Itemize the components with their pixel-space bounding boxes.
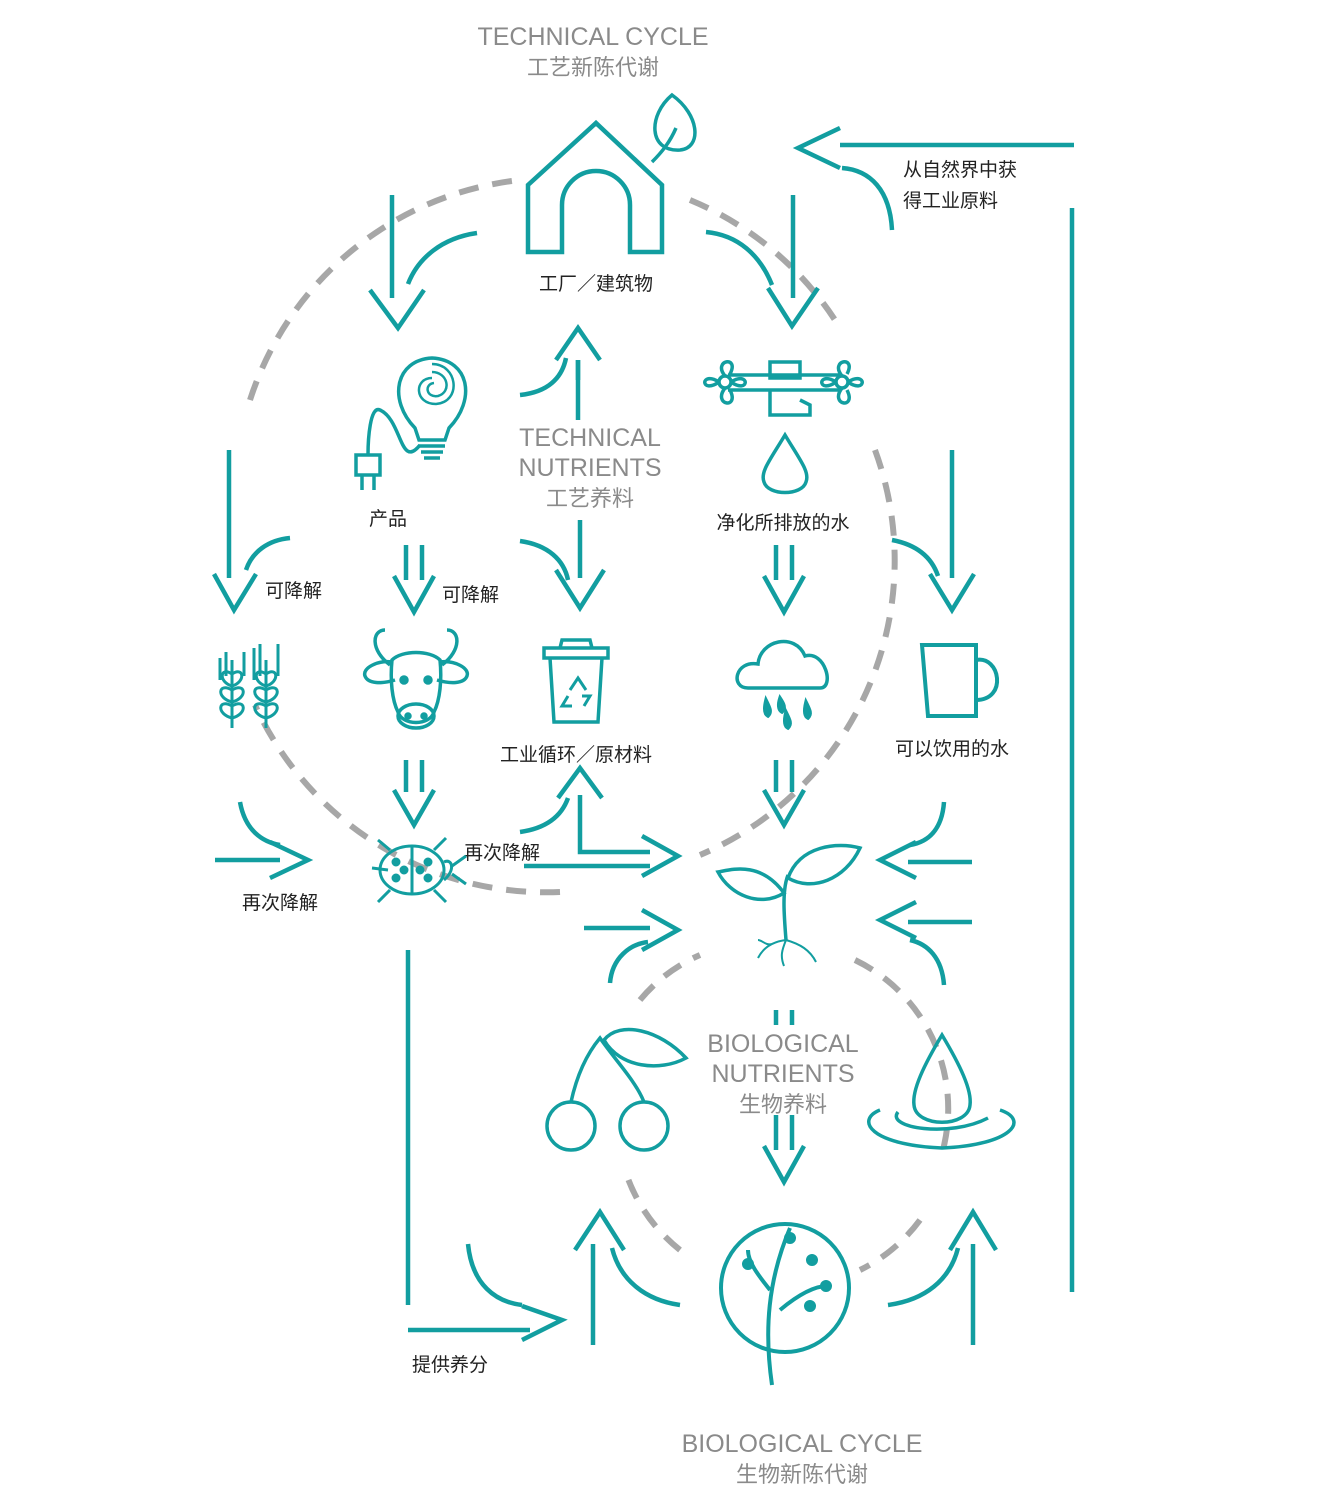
- biological-nutrients-line1: BIOLOGICAL: [707, 1030, 859, 1058]
- biological-cycle-title: BIOLOGICAL CYCLE: [682, 1430, 923, 1458]
- drinkable-water-label: 可以饮用的水: [895, 738, 1009, 760]
- technical-nutrients-line1: TECHNICAL: [519, 424, 661, 452]
- biological-nutrients-cn: 生物养料: [739, 1093, 827, 1118]
- leaf-icon: [650, 92, 697, 164]
- technical-nutrients-cn: 工艺养料: [546, 487, 634, 512]
- wheat-icon: [218, 644, 280, 728]
- factory-label: 工厂／建筑物: [539, 273, 653, 295]
- technical-cycle-dashed-circle: [247, 177, 898, 896]
- degradable-mid-label: 可降解: [442, 584, 499, 606]
- rain-cloud-icon: [735, 639, 829, 731]
- nature-label-line1: 从自然界中获: [903, 159, 1017, 181]
- redegrade-mid-label: 再次降解: [464, 842, 540, 864]
- ladybug-icon: [371, 836, 467, 904]
- industrial-recycling-label: 工业循环／原材料: [500, 744, 652, 766]
- sprout-icon: [715, 843, 863, 967]
- technical-cycle-title: TECHNICAL CYCLE: [477, 23, 708, 51]
- cow-icon: [362, 628, 470, 730]
- light-bulb-icon: [354, 356, 468, 490]
- degradable-left-label: 可降解: [265, 580, 322, 602]
- factory-house-icon: [525, 119, 665, 255]
- cherries-icon: [545, 1027, 689, 1152]
- redegrade-left-label: 再次降解: [242, 892, 318, 914]
- water-splash-icon: [867, 1031, 1016, 1150]
- tree-icon: [719, 1222, 851, 1386]
- biological-cycle-title-cn: 生物新陈代谢: [736, 1463, 868, 1488]
- technical-nutrients-line2: NUTRIENTS: [518, 454, 661, 482]
- cup-icon: [919, 643, 1000, 718]
- flow-arrows: [212, 125, 1075, 1345]
- nature-label-line2: 得工业原料: [903, 190, 998, 212]
- faucet-icon: [703, 360, 864, 417]
- provide-nutrients-label: 提供养分: [412, 1354, 488, 1376]
- biological-nutrients-line2: NUTRIENTS: [711, 1060, 854, 1088]
- technical-cycle-title-cn: 工艺新陈代谢: [527, 56, 659, 81]
- product-label: 产品: [369, 508, 407, 530]
- purified-water-label: 净化所排放的水: [716, 512, 849, 534]
- recycle-bin-icon: [542, 638, 610, 724]
- water-drop-icon: [761, 431, 809, 495]
